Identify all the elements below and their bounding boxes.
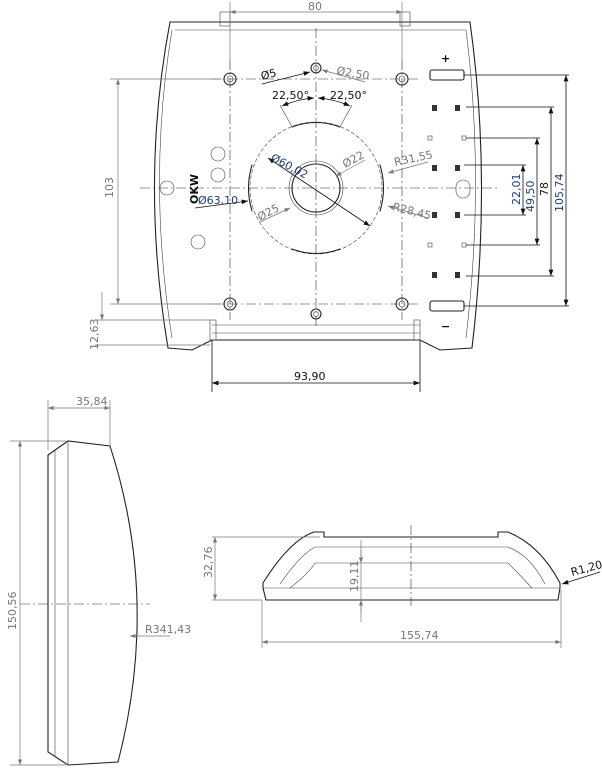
dim-d60-02: Ø60,02: [269, 151, 311, 181]
dim-d63-10: Ø63,10: [198, 194, 238, 207]
dim-35-84: 35,84: [76, 395, 108, 408]
dim-103: 103: [103, 177, 116, 198]
dim-150-56: 150,56: [6, 592, 19, 631]
contact-pins: [427, 69, 467, 312]
mounting-holes: [223, 62, 409, 320]
dim-angle-right: 22,50°: [330, 89, 367, 102]
dim-93-90: 93,90: [294, 370, 326, 383]
dim-80: 80: [308, 0, 322, 13]
dim-78: 78: [538, 182, 551, 196]
dim-r1-20: R1,20: [569, 558, 602, 579]
minus-symbol: −: [441, 320, 450, 333]
dim-d22: Ø22: [340, 149, 366, 171]
dim-32-76: 32,76: [202, 547, 215, 579]
dim-d25: Ø25: [255, 202, 281, 224]
dim-22-01: 22,01: [510, 174, 523, 206]
dim-19-11: 19,11: [348, 561, 361, 593]
dim-49-50: 49,50: [524, 181, 537, 213]
dim-12-63: 12,63: [88, 319, 101, 351]
dim-105-74: 105,74: [553, 174, 566, 213]
dim-r341-43: R341,43: [145, 623, 191, 636]
dim-d5: Ø5: [259, 66, 278, 83]
dim-d2-50: Ø2,50: [335, 64, 370, 83]
dim-angle-left: 22,50°: [272, 89, 309, 102]
side-view: 35,84 150,56 R341,43: [6, 395, 191, 766]
front-view: OKW + − 80 103 12,63 93,90 Ø5 Ø2,50: [88, 0, 569, 392]
plus-symbol: +: [441, 52, 450, 65]
bottom-view: 32,76 19,11 155,74 R1,20: [202, 525, 602, 648]
okw-logo: OKW: [188, 174, 201, 204]
dim-155-74: 155,74: [400, 629, 439, 642]
dim-r28-45: R28,45: [391, 200, 432, 222]
